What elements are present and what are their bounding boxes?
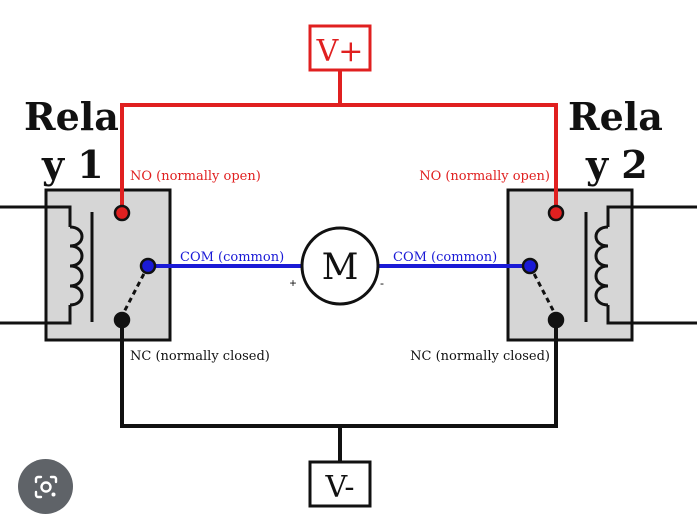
relay2-no-label: NO (normally open) — [419, 169, 550, 184]
relay2-title-line1: Rela — [568, 94, 663, 139]
supply-positive-label: V+ — [316, 34, 364, 69]
camera-search-icon — [34, 475, 57, 498]
supply-positive-box — [308, 24, 372, 72]
relay1-no-label: NO (normally open) — [130, 169, 261, 184]
relay2-com-terminal — [521, 257, 539, 275]
relay2-com-label: COM (common) — [393, 250, 497, 265]
relay2-coil-leads — [606, 205, 697, 325]
relay1-title-line1: Rela — [24, 94, 119, 139]
relay2-title-line2: y 2 — [585, 142, 648, 187]
relay1-nc-label: NC (normally closed) — [130, 349, 270, 364]
negative-wire — [120, 320, 558, 462]
motor-symbol — [300, 226, 380, 306]
relay2-nc-label: NC (normally closed) — [410, 349, 550, 364]
relay2-nc-terminal — [547, 311, 565, 329]
positive-wire — [120, 70, 558, 213]
relay2-coil — [584, 212, 609, 322]
supply-negative-box — [308, 460, 372, 508]
lens-search-button[interactable] — [18, 459, 73, 514]
relay1-coil-leads — [0, 205, 72, 325]
relay1-com-terminal — [139, 257, 157, 275]
relay1-com-label: COM (common) — [180, 250, 284, 265]
supply-negative-label: V- — [324, 470, 354, 505]
relay2-no-terminal — [547, 204, 565, 222]
relay1-no-terminal — [113, 204, 131, 222]
relay1-coil — [69, 212, 94, 322]
relay1-nc-terminal — [113, 311, 131, 329]
motor-label: M — [322, 247, 359, 288]
relay1-title-line2: y 1 — [41, 142, 104, 187]
motor-minus-label: - — [380, 276, 384, 290]
motor-plus-label: + — [289, 276, 296, 290]
